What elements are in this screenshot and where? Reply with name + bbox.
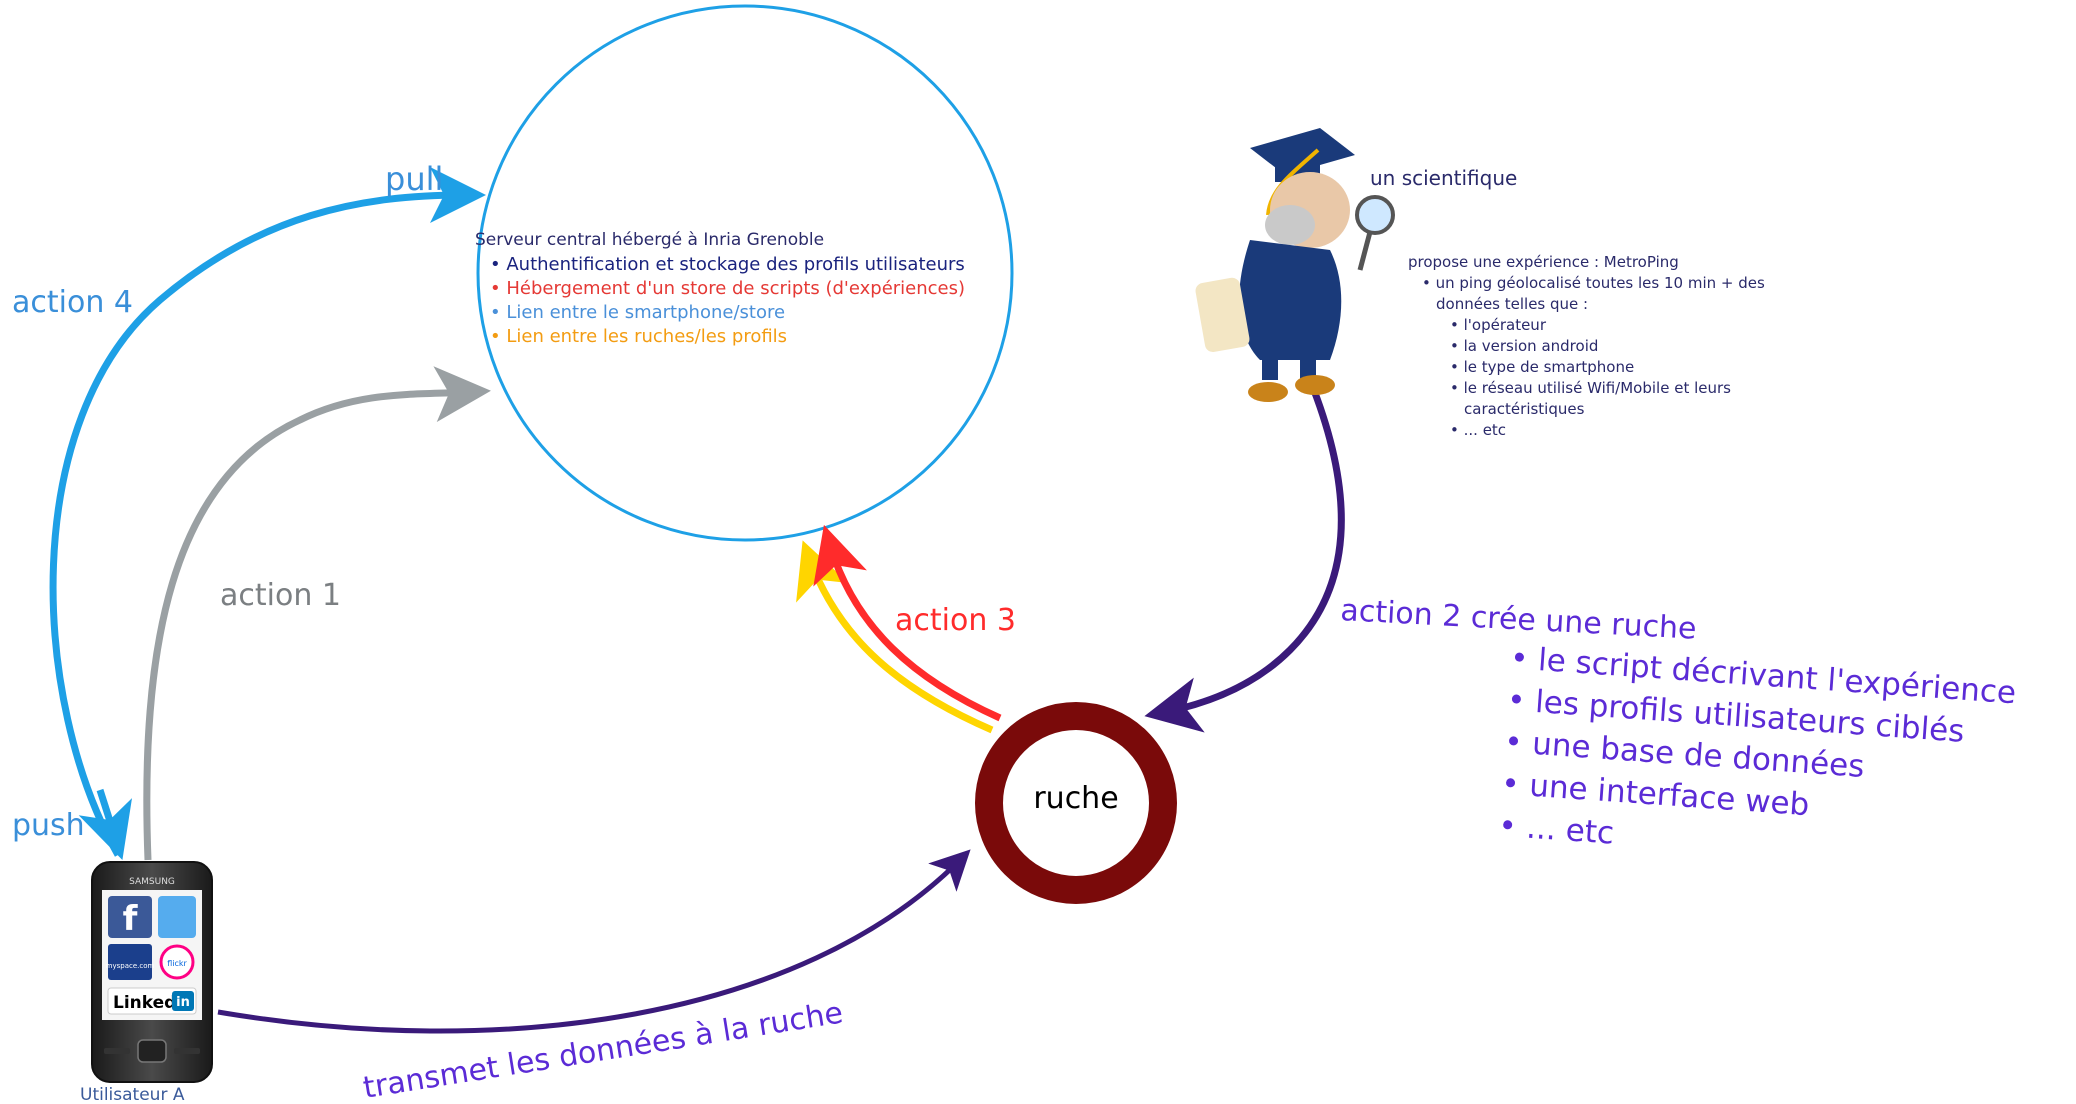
server-circle [476,4,1014,542]
action4-label: action 4 [12,285,133,320]
experiment-item: • le type de smartphone [1450,358,1634,376]
experiment-item: • ... etc [1450,421,1506,439]
action1-arrow [143,366,491,861]
experiment-item: caractéristiques [1464,400,1585,418]
myspace-icon [108,944,152,980]
user-label: Utilisateur A [80,1085,185,1104]
ruche-item: • ... etc [1497,808,1615,852]
server-item-2: • Hébergement d'un store de scripts (d'e… [490,278,965,299]
action3-label: action 3 [895,603,1016,638]
ruche-label: ruche [1033,781,1118,816]
svg-text:myspace.com: myspace.com [106,962,155,970]
ruche-ring [975,702,1177,904]
action2-arrow [1144,378,1345,733]
phone-brand: SAMSUNG [129,877,175,887]
flickr-icon [159,944,195,980]
experiment-title: propose une expérience : MetroPing [1408,253,1679,271]
action1-label: action 1 [220,578,341,613]
action3-arrow-yellow [796,540,994,734]
server-item-1: • Authentification et stockage des profi… [490,254,965,275]
experiment-item: • l'opérateur [1450,316,1547,334]
transmet-label: transmet les données à la ruche [361,995,846,1104]
svg-text:f: f [123,899,139,939]
experiment-block: propose une expérience : MetroPing • un … [1408,253,1765,439]
pull-label: pull [385,160,443,198]
experiment-item: • le réseau utilisé Wifi/Mobile et leurs [1450,379,1731,397]
scientist-label: un scientifique [1370,166,1517,190]
server-text-block: Serveur central hébergé à Inria Grenoble… [475,230,965,347]
svg-text:flickr: flickr [167,959,187,968]
svg-text:in: in [176,995,190,1010]
ruche-items: • le script décrivant l'expérience • les… [1497,640,2017,852]
server-title: Serveur central hébergé à Inria Grenoble [475,230,824,250]
phone-home-button [137,1039,167,1063]
scientist-figure [1195,128,1395,402]
push-arrow-tip [78,788,133,861]
svg-text:Linked: Linked [113,993,176,1013]
action2-label: action 2 crée une ruche [1340,593,1698,647]
experiment-line1b: données telles que : [1436,295,1588,313]
transmet-arrow [217,849,971,1034]
experiment-item: • la version android [1450,337,1598,355]
pull-push-arrow [49,167,486,857]
server-item-4: • Lien entre les ruches/les profils [490,326,787,347]
phone-device: SAMSUNG f myspace.com flickr Linked in [91,861,213,1083]
push-label: push [12,808,85,843]
action3-arrow-red [813,524,1002,722]
facebook-icon [108,896,152,938]
experiment-line1: • un ping géolocalisé toutes les 10 min … [1422,274,1765,292]
server-item-3: • Lien entre le smartphone/store [490,302,785,323]
twitter-icon [158,896,196,938]
